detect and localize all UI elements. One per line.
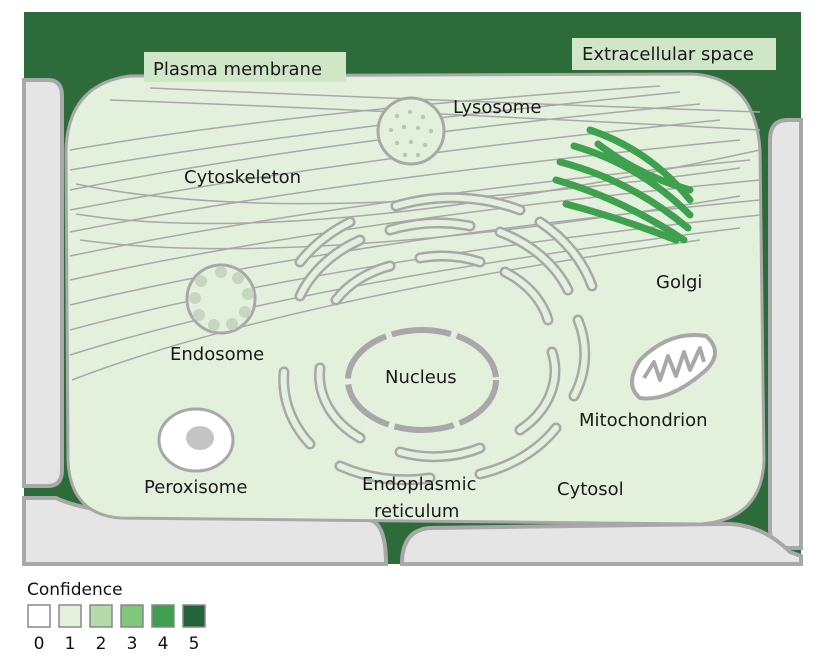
legend-title: Confidence [27, 580, 123, 600]
legend-level-label-1: 1 [65, 634, 76, 654]
cytoskeleton-label: Cytoskeleton [184, 167, 301, 188]
endoplasmic-reticulum-label-line2: reticulum [374, 501, 459, 522]
plasma-membrane-label-box [144, 52, 346, 82]
lysosome-organelle [376, 96, 446, 166]
nucleus-organelle [345, 327, 499, 433]
peroxisome-label: Peroxisome [144, 477, 247, 498]
endosome-label: Endosome [170, 344, 264, 365]
legend-level-label-5: 5 [189, 634, 200, 654]
cytosol-label: Cytosol [557, 479, 624, 500]
legend-level-label-4: 4 [158, 634, 169, 654]
neighbor-cell-bottom-right [399, 521, 803, 566]
endoplasmic-reticulum-label-line1: Endoplasmic [362, 474, 477, 495]
neighbor-cell-left [22, 78, 64, 488]
legend-swatch-3 [120, 604, 144, 628]
legend-swatch-2 [89, 604, 113, 628]
endosome-organelle [185, 263, 257, 335]
legend-swatch-0 [27, 604, 51, 628]
nucleus-label: Nucleus [385, 367, 457, 388]
legend-swatch-1 [58, 604, 82, 628]
neighbor-cell-right [768, 118, 803, 550]
legend-level-label-3: 3 [127, 634, 138, 654]
legend-swatch-4 [151, 604, 175, 628]
plasma-membrane-label: Plasma membrane [153, 59, 322, 80]
extracellular-space-label: Extracellular space [582, 44, 754, 65]
mitochondrion-label: Mitochondrion [579, 410, 708, 431]
peroxisome-organelle [157, 407, 235, 473]
legend-level-label-2: 2 [96, 634, 107, 654]
mitochondrion-organelle [630, 333, 717, 401]
lysosome-label: Lysosome [453, 97, 541, 118]
endoplasmic-reticulum [278, 192, 598, 486]
extracellular-space-label-box [572, 38, 776, 70]
golgi-label: Golgi [656, 272, 702, 293]
legend-swatch-5 [182, 604, 206, 628]
legend-level-label-0: 0 [34, 634, 45, 654]
golgi-organelle [552, 126, 694, 244]
